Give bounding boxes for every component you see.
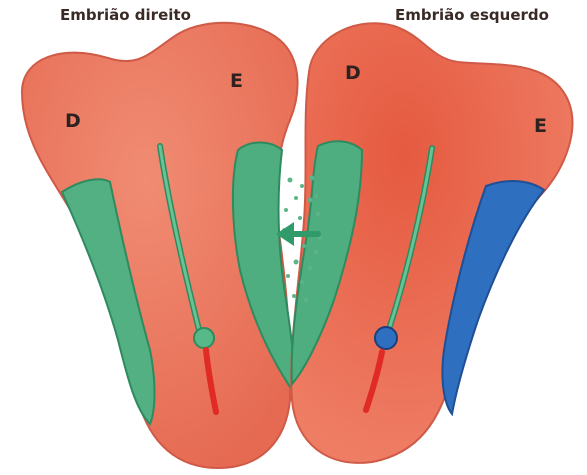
right-embryo-title: Embrião direito [60, 6, 191, 24]
left-embryo-label-e: E [534, 115, 547, 137]
right-embryo-label-d: D [65, 110, 81, 132]
left-embryo-title: Embrião esquerdo [395, 6, 549, 24]
left-embryo-node [375, 327, 397, 349]
right-embryo-label-e: E [230, 70, 243, 92]
right-embryo-node [194, 328, 214, 348]
left-embryo-label-d: D [345, 62, 361, 84]
